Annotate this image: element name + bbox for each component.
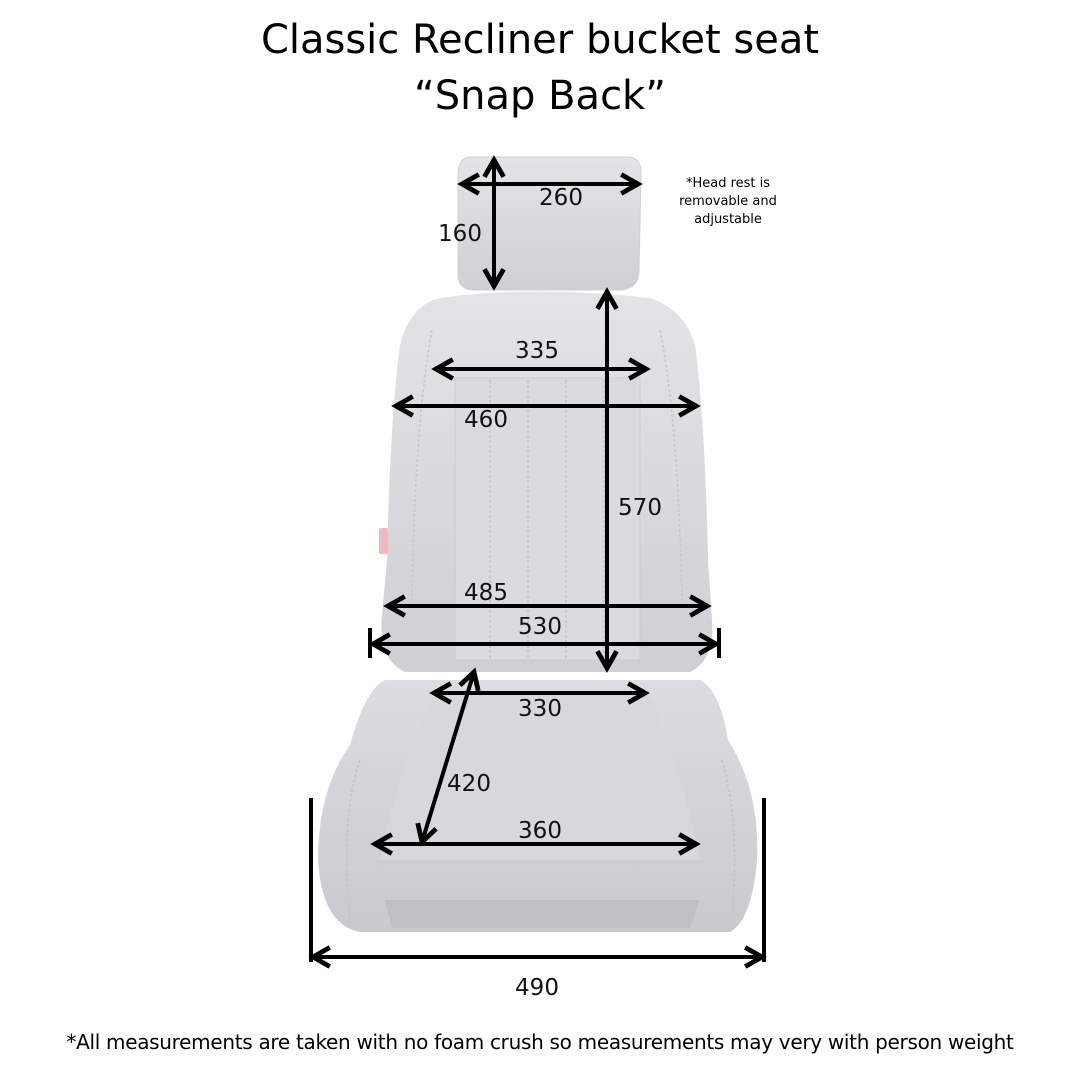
measurement-disclaimer: *All measurements are taken with no foam… [66, 1030, 1014, 1054]
backrest-upper-width-label: 460 [464, 407, 508, 433]
seat-front-width-label: 330 [518, 696, 562, 722]
backrest-inner-width-label: 335 [515, 338, 559, 364]
headrest-height-label: 160 [438, 221, 482, 247]
diagram-title-line-2: “Snap Back” [414, 73, 666, 119]
headrest-illustration [457, 156, 642, 291]
seat-depth-arrow [415, 667, 481, 847]
backrest-lower-width-label: 485 [464, 580, 508, 606]
backrest-max-width-label: 530 [518, 614, 562, 640]
backrest-height-label: 570 [618, 495, 662, 521]
diagram-title-line-1: Classic Recliner bucket seat [260, 17, 820, 63]
seat-rear-width-label: 360 [518, 818, 562, 844]
headrest-width-label: 260 [539, 185, 583, 211]
headrest-note: *Head rest is removable and adjustable [679, 176, 777, 227]
recline-tag-icon [379, 528, 388, 554]
base-width-label: 490 [515, 975, 559, 1001]
seat-depth-label: 420 [447, 771, 491, 797]
